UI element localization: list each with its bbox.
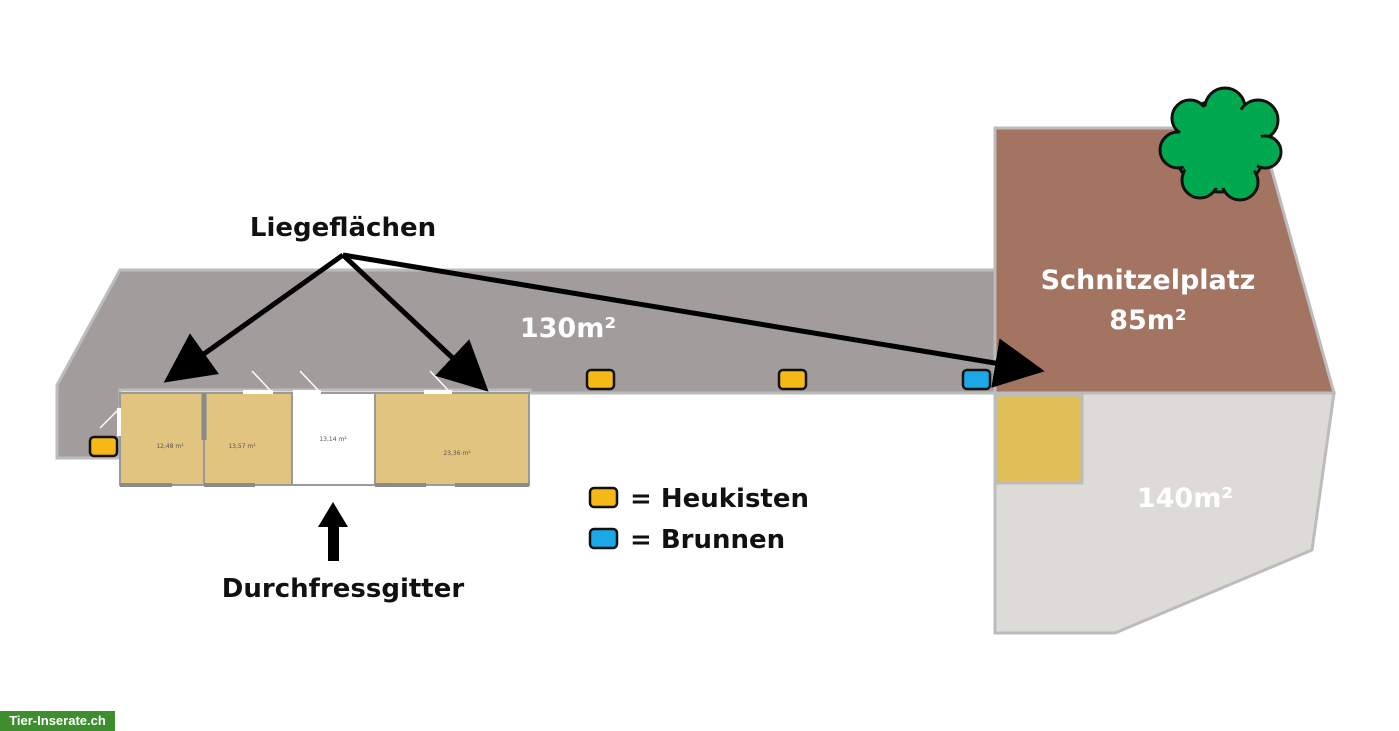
stall-room — [203, 392, 293, 486]
hay-box-icon — [777, 368, 808, 391]
shelter-square — [994, 393, 1084, 485]
up-arrow-icon — [318, 502, 348, 561]
room-area-label: 13,57 m² — [228, 443, 256, 450]
room-area-label: 13,14 m² — [319, 436, 347, 443]
liegeflaechen-label: Liegeflächen — [250, 213, 436, 243]
room-area-label: 23,36 m² — [443, 450, 471, 457]
stall-room — [291, 392, 376, 486]
schnitzelplatz-size: 85m² — [1109, 305, 1187, 336]
hay-box-icon — [88, 435, 119, 458]
area-lower-label: 140m² — [1137, 483, 1233, 514]
legend-hay-swatch — [588, 486, 619, 509]
stall-room — [374, 392, 530, 486]
stall-room — [119, 392, 205, 486]
area-main-label: 130m² — [520, 313, 616, 344]
legend-hay-label: = Heukisten — [630, 484, 809, 514]
legend-water-label: = Brunnen — [630, 525, 785, 555]
tree-icon — [1158, 86, 1283, 202]
water-trough-icon — [961, 368, 992, 391]
legend-water-swatch — [588, 527, 619, 550]
schnitzelplatz-name: Schnitzelplatz — [1041, 265, 1256, 296]
stall-building: 12,48 m² 13,57 m² 13,14 m² 23,36 m² — [99, 370, 530, 487]
watermark-logo[interactable]: Tier-Inserate.ch — [0, 711, 115, 731]
room-area-label: 12,48 m² — [156, 443, 184, 450]
schnitzelplatz-area — [993, 126, 1336, 395]
liegeflaechen-arrows — [163, 252, 1045, 392]
durchfressgitter-label: Durchfressgitter — [222, 574, 465, 604]
legend: = Heukisten = Brunnen — [588, 484, 809, 555]
hay-box-icon — [585, 368, 616, 391]
